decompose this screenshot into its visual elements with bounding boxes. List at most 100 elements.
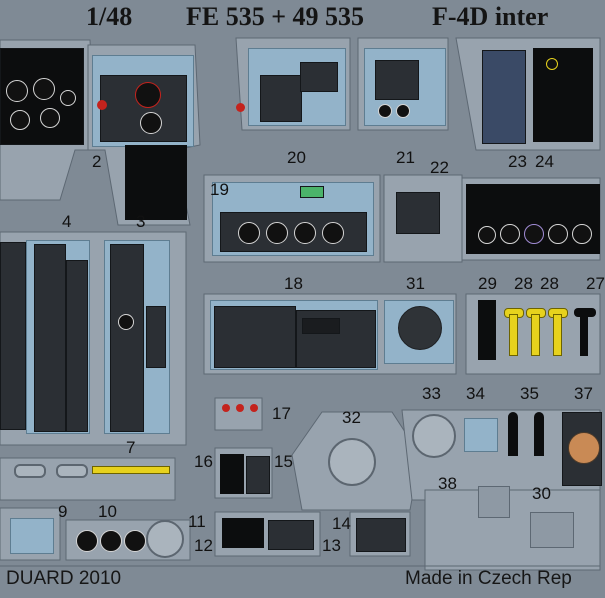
- gauge-dial: [238, 222, 260, 244]
- part-number: 24: [535, 152, 554, 171]
- placard-29: [478, 300, 496, 360]
- part-number: 3: [136, 212, 146, 231]
- part-number: 22: [430, 158, 449, 177]
- handle-28-shaft: [553, 314, 562, 356]
- scale-label: 1/48: [86, 2, 133, 31]
- part-37-frame: [478, 486, 510, 518]
- yellow-dial: [546, 58, 558, 70]
- subject-title: F-4D inter: [432, 2, 549, 31]
- strap-buckle: [56, 464, 88, 478]
- part-38-frame: [530, 512, 574, 548]
- part-number: 14: [332, 514, 351, 533]
- part-number: 15: [274, 452, 293, 471]
- radar-scope: [398, 306, 442, 350]
- lower-panel: [125, 145, 187, 220]
- part-number: 17: [272, 404, 291, 423]
- panel-18a: [214, 306, 296, 368]
- brand-footer: DUARD 2010: [6, 568, 122, 589]
- part-number: 35: [520, 384, 539, 403]
- side-console-4a: [34, 244, 66, 432]
- gauge-dial: [322, 222, 344, 244]
- warning-light: [97, 100, 107, 110]
- gunsight-ring: [328, 438, 376, 486]
- panel-24: [533, 48, 593, 142]
- product-code: FE 535 + 49 535: [186, 2, 365, 31]
- origin-footer: Made in Czech Rep: [405, 568, 572, 589]
- gauge-dial: [294, 222, 316, 244]
- strap-buckle: [14, 464, 46, 478]
- part-number: 9: [58, 502, 68, 521]
- part-number: 27: [586, 274, 605, 293]
- part-number: 33: [422, 384, 441, 403]
- side-console-4b: [66, 260, 88, 432]
- panel-12: [222, 518, 264, 548]
- part-number: 34: [466, 384, 485, 403]
- red-knob: [222, 404, 230, 412]
- gauge-dial: [135, 82, 161, 108]
- gauge-dial: [60, 90, 76, 106]
- knob: [118, 314, 134, 330]
- gauge-dial: [100, 530, 122, 552]
- side-console: [0, 242, 26, 430]
- knob: [396, 104, 410, 118]
- keypad: [302, 318, 340, 334]
- part-number: 31: [406, 274, 425, 293]
- gauge-dial: [572, 224, 592, 244]
- panel-21-screen: [375, 60, 419, 100]
- yellow-straps: [92, 466, 170, 474]
- panel-23: [482, 50, 526, 144]
- part-number: 28: [514, 274, 533, 293]
- side-console-3: [110, 244, 144, 432]
- lever-34: [534, 412, 544, 456]
- gauge-dial: [124, 530, 146, 552]
- gauge-dial: [524, 224, 544, 244]
- part-number: 18: [284, 274, 303, 293]
- gauge-dial: [6, 80, 28, 102]
- part-number: 23: [508, 152, 527, 171]
- handle-28-shaft: [531, 314, 540, 356]
- part-number: 19: [210, 180, 229, 199]
- gauge-dial: [40, 108, 60, 128]
- part-number: 28: [540, 274, 559, 293]
- panel-16: [220, 454, 244, 494]
- handle-28-shaft: [509, 314, 518, 356]
- ring-10: [146, 520, 184, 558]
- part-number: 29: [478, 274, 497, 293]
- red-knob: [236, 404, 244, 412]
- handle-27-shaft: [580, 316, 588, 356]
- panel-15: [246, 456, 270, 494]
- panel-9: [10, 518, 54, 554]
- part-number: 37: [574, 384, 593, 403]
- gauge-dial: [266, 222, 288, 244]
- orange-scope: [568, 432, 600, 464]
- part-number: 11: [188, 512, 206, 531]
- gauge-dial: [10, 110, 30, 130]
- part-number: 7: [126, 438, 136, 457]
- green-display: [300, 186, 324, 198]
- gauge-dial: [548, 224, 568, 244]
- part-number: 20: [287, 148, 306, 167]
- panel-13: [268, 520, 314, 550]
- ring-32: [412, 414, 456, 458]
- panel-33: [464, 418, 498, 452]
- panel-20-box: [300, 62, 338, 92]
- part-number: 13: [322, 536, 341, 555]
- gauge-dial: [140, 112, 162, 134]
- part-number: 4: [62, 212, 72, 231]
- gauge-dial: [76, 530, 98, 552]
- knob: [378, 104, 392, 118]
- part-number: 30: [532, 484, 551, 503]
- part-number: 21: [396, 148, 415, 167]
- part-number: 16: [194, 452, 213, 471]
- panel-14: [356, 518, 406, 552]
- part-number: 38: [438, 474, 457, 493]
- gauge-dial: [478, 226, 496, 244]
- warning-light: [236, 103, 245, 112]
- part-number: 12: [194, 536, 213, 555]
- panel-22: [396, 192, 440, 234]
- part-number: 2: [92, 152, 102, 171]
- handle-27: [574, 308, 596, 317]
- side-console-3b: [146, 306, 166, 368]
- part-number: 32: [342, 408, 361, 427]
